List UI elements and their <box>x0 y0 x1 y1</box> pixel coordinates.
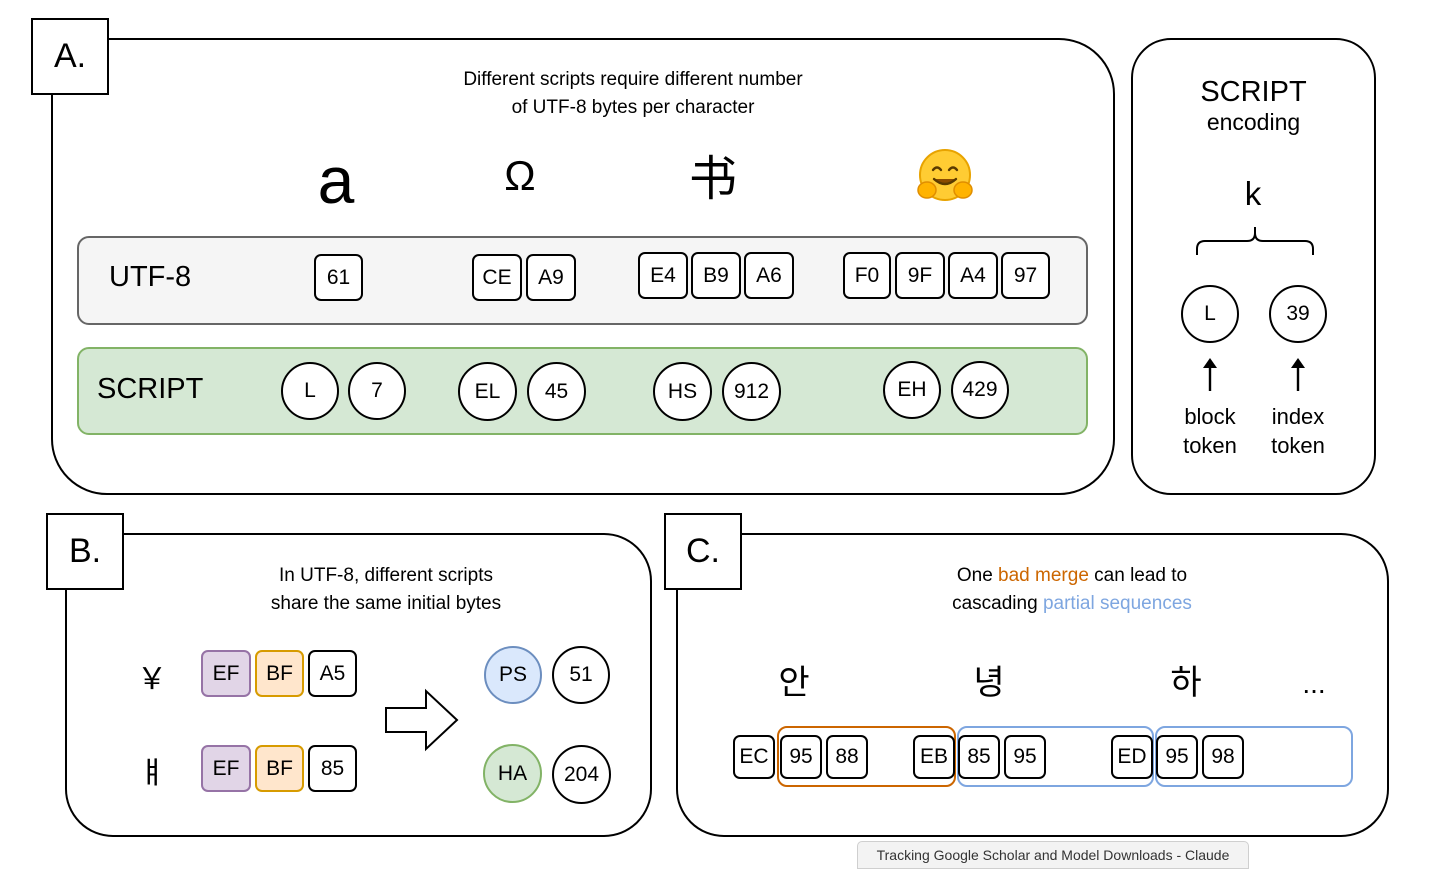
partial-sequences-highlight: partial sequences <box>1042 593 1192 614</box>
byte-85: 85 <box>308 745 357 792</box>
legend-index-token: 39 <box>1269 285 1327 343</box>
byte-ec: EC <box>733 735 775 779</box>
byte-bf: BF <box>255 745 304 792</box>
char-fullwidth-yen: ￥ <box>137 663 167 696</box>
char-cjk-shu: 书 <box>688 153 737 206</box>
block-token-ps: PS <box>484 646 542 704</box>
panel-a-label: A. <box>31 18 109 95</box>
byte-85: 85 <box>958 735 1000 779</box>
panel-b-label: B. <box>46 513 124 590</box>
byte-88: 88 <box>826 735 868 779</box>
up-arrow-icon <box>1291 358 1305 391</box>
legend-subtitle: encoding <box>1206 109 1301 135</box>
block-token-eh: EH <box>883 361 941 419</box>
byte-a9: A9 <box>526 254 576 301</box>
index-token-51: 51 <box>552 646 610 704</box>
char-halfwidth-hangul: ￅ <box>138 757 166 790</box>
panel-c-title-line-2: cascading partial sequences <box>832 590 1312 618</box>
panel-a-title-line-2: of UTF-8 bytes per character <box>511 97 755 118</box>
byte-bf: BF <box>255 650 304 697</box>
title-text: One <box>956 565 999 586</box>
byte-9f: 9F <box>895 252 945 299</box>
char-latin-a: a <box>317 143 355 217</box>
hugging-face-icon <box>917 149 973 201</box>
char-hangul-an: 안 <box>778 663 810 702</box>
up-arrow-icon <box>1203 358 1217 391</box>
byte-a4: A4 <box>948 252 998 299</box>
byte-ef: EF <box>201 745 251 792</box>
title-text: can lead to <box>1088 565 1188 586</box>
char-hangul-nyeong: 녕 <box>973 663 1005 702</box>
block-token-el: EL <box>458 362 517 421</box>
legend-char-k: k <box>1244 175 1262 212</box>
block-token-ha: HA <box>483 744 542 803</box>
block-token-l: L <box>281 362 339 420</box>
panel-c-title: One bad merge can lead to cascading part… <box>832 562 1312 618</box>
legend-panel <box>1131 38 1376 495</box>
byte-eb: EB <box>913 735 955 779</box>
index-token-429: 429 <box>951 361 1009 419</box>
byte-61: 61 <box>314 254 363 301</box>
byte-95: 95 <box>1004 735 1046 779</box>
panel-b-title-line-1: In UTF-8, different scripts <box>279 565 493 586</box>
block-caption-line-2: token <box>1183 433 1237 458</box>
byte-ef: EF <box>201 650 251 697</box>
legend-brace <box>1196 227 1314 255</box>
block-token-caption: block token <box>1165 402 1255 460</box>
byte-f0: F0 <box>843 252 891 299</box>
index-caption-line-2: token <box>1271 433 1325 458</box>
byte-97: 97 <box>1001 252 1050 299</box>
byte-e4: E4 <box>638 252 688 299</box>
block-token-hs: HS <box>653 362 712 421</box>
panel-a-title: Different scripts require different numb… <box>383 66 883 122</box>
bad-merge-group <box>777 726 956 787</box>
index-token-204: 204 <box>552 745 611 804</box>
index-token-912: 912 <box>722 362 781 421</box>
title-text: cascading <box>952 593 1043 614</box>
ellipsis: ... <box>1302 668 1326 699</box>
panel-b-title: In UTF-8, different scripts share the sa… <box>186 562 586 618</box>
byte-a5: A5 <box>308 650 357 697</box>
panel-c-title-line-1: One bad merge can lead to <box>832 562 1312 590</box>
legend-block-token: L <box>1181 285 1239 343</box>
byte-98: 98 <box>1202 735 1244 779</box>
utf8-row-label: UTF-8 <box>109 261 192 293</box>
char-greek-omega: Ω <box>504 152 536 199</box>
panel-b-title-line-2: share the same initial bytes <box>270 593 502 614</box>
byte-ce: CE <box>472 254 522 301</box>
byte-a6: A6 <box>744 252 794 299</box>
byte-b9: B9 <box>691 252 741 299</box>
byte-95: 95 <box>1156 735 1198 779</box>
panel-a-title-line-1: Different scripts require different numb… <box>463 69 803 90</box>
panel-c-label: C. <box>664 513 742 590</box>
char-hangul-ha: 하 <box>1170 663 1202 702</box>
byte-95: 95 <box>780 735 822 779</box>
script-row-label: SCRIPT <box>97 373 204 405</box>
index-token-caption: index token <box>1253 402 1343 460</box>
bad-merge-highlight: bad merge <box>998 565 1089 586</box>
index-token-45: 45 <box>527 362 586 421</box>
legend-title: SCRIPT <box>1200 76 1307 108</box>
block-caption-line-1: block <box>1184 404 1236 429</box>
byte-ed: ED <box>1111 735 1153 779</box>
hugging-face-emoji <box>913 146 977 206</box>
index-token-7: 7 <box>348 362 406 420</box>
right-arrow-icon <box>385 688 459 752</box>
index-caption-line-1: index <box>1271 404 1325 429</box>
window-tooltip: Tracking Google Scholar and Model Downlo… <box>857 841 1249 869</box>
